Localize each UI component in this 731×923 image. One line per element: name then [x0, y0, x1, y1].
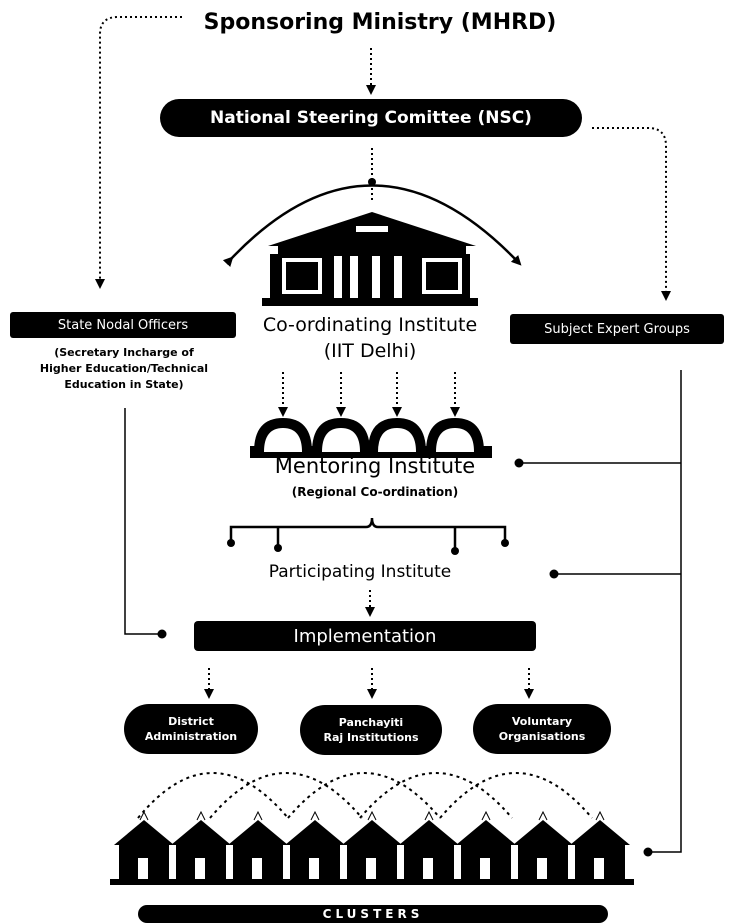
nsc-box: National Steering Comittee (NSC): [160, 99, 582, 137]
mentoring-institute-label: Mentoring Institute: [274, 454, 476, 478]
state-nodal-sub-line: Education in State): [64, 378, 184, 391]
hut-icons: [110, 810, 634, 885]
experts-right-connector: [650, 370, 682, 853]
implementation-dot: [157, 629, 167, 639]
mentoring-dot: [514, 458, 524, 468]
cluster-arcs: [137, 772, 593, 819]
agency-line: Administration: [144, 730, 238, 743]
clusters-bar: CLUSTERS: [138, 905, 608, 923]
ministry-to-state-connector: [95, 16, 182, 289]
subject-expert-groups-box: Subject Expert Groups: [510, 314, 724, 344]
bracket-end-dots: [227, 539, 509, 555]
distribution-arc: [222, 184, 522, 268]
building-icon: [262, 212, 478, 306]
sponsoring-ministry-title: Sponsoring Ministry (MHRD): [203, 10, 557, 35]
agency-line: District: [168, 715, 214, 728]
agency-line: Organisations: [498, 730, 586, 743]
coordinating-line2: (IIT Delhi): [323, 340, 417, 362]
mentoring-arches-icon: [250, 418, 492, 458]
coordinating-institute-label: Co-ordinating Institute (IIT Delhi): [240, 312, 500, 364]
nsc-arc-node: [368, 178, 376, 186]
agency-line: Raj Institutions: [323, 731, 419, 744]
implementation-to-agencies-connectors: [204, 668, 534, 699]
participating-institute-label: Participating Institute: [268, 562, 452, 582]
coordinating-line1: Co-ordinating Institute: [262, 314, 478, 336]
agency-line: Panchayiti: [338, 716, 404, 729]
mentoring-institute-sub: (Regional Co-ordination): [291, 485, 459, 499]
clusters-dot: [643, 847, 653, 857]
state-nodal-sub-line: (Secretary Incharge of: [54, 346, 194, 359]
state-nodal-sub-line: Higher Education/Technical: [39, 362, 209, 375]
state-nodal-officers-box: State Nodal Officers: [10, 312, 236, 338]
state-nodal-description: (Secretary Incharge of Higher Education/…: [0, 345, 248, 393]
state-to-implementation-connector: [124, 408, 160, 635]
implementation-box: Implementation: [194, 621, 536, 651]
agency-line: Voluntary: [511, 715, 573, 728]
nsc-to-experts-connector: [592, 127, 671, 301]
coordinating-to-mentoring-connectors: [278, 372, 460, 417]
participating-dot: [549, 569, 559, 579]
participating-bracket: [229, 517, 507, 548]
